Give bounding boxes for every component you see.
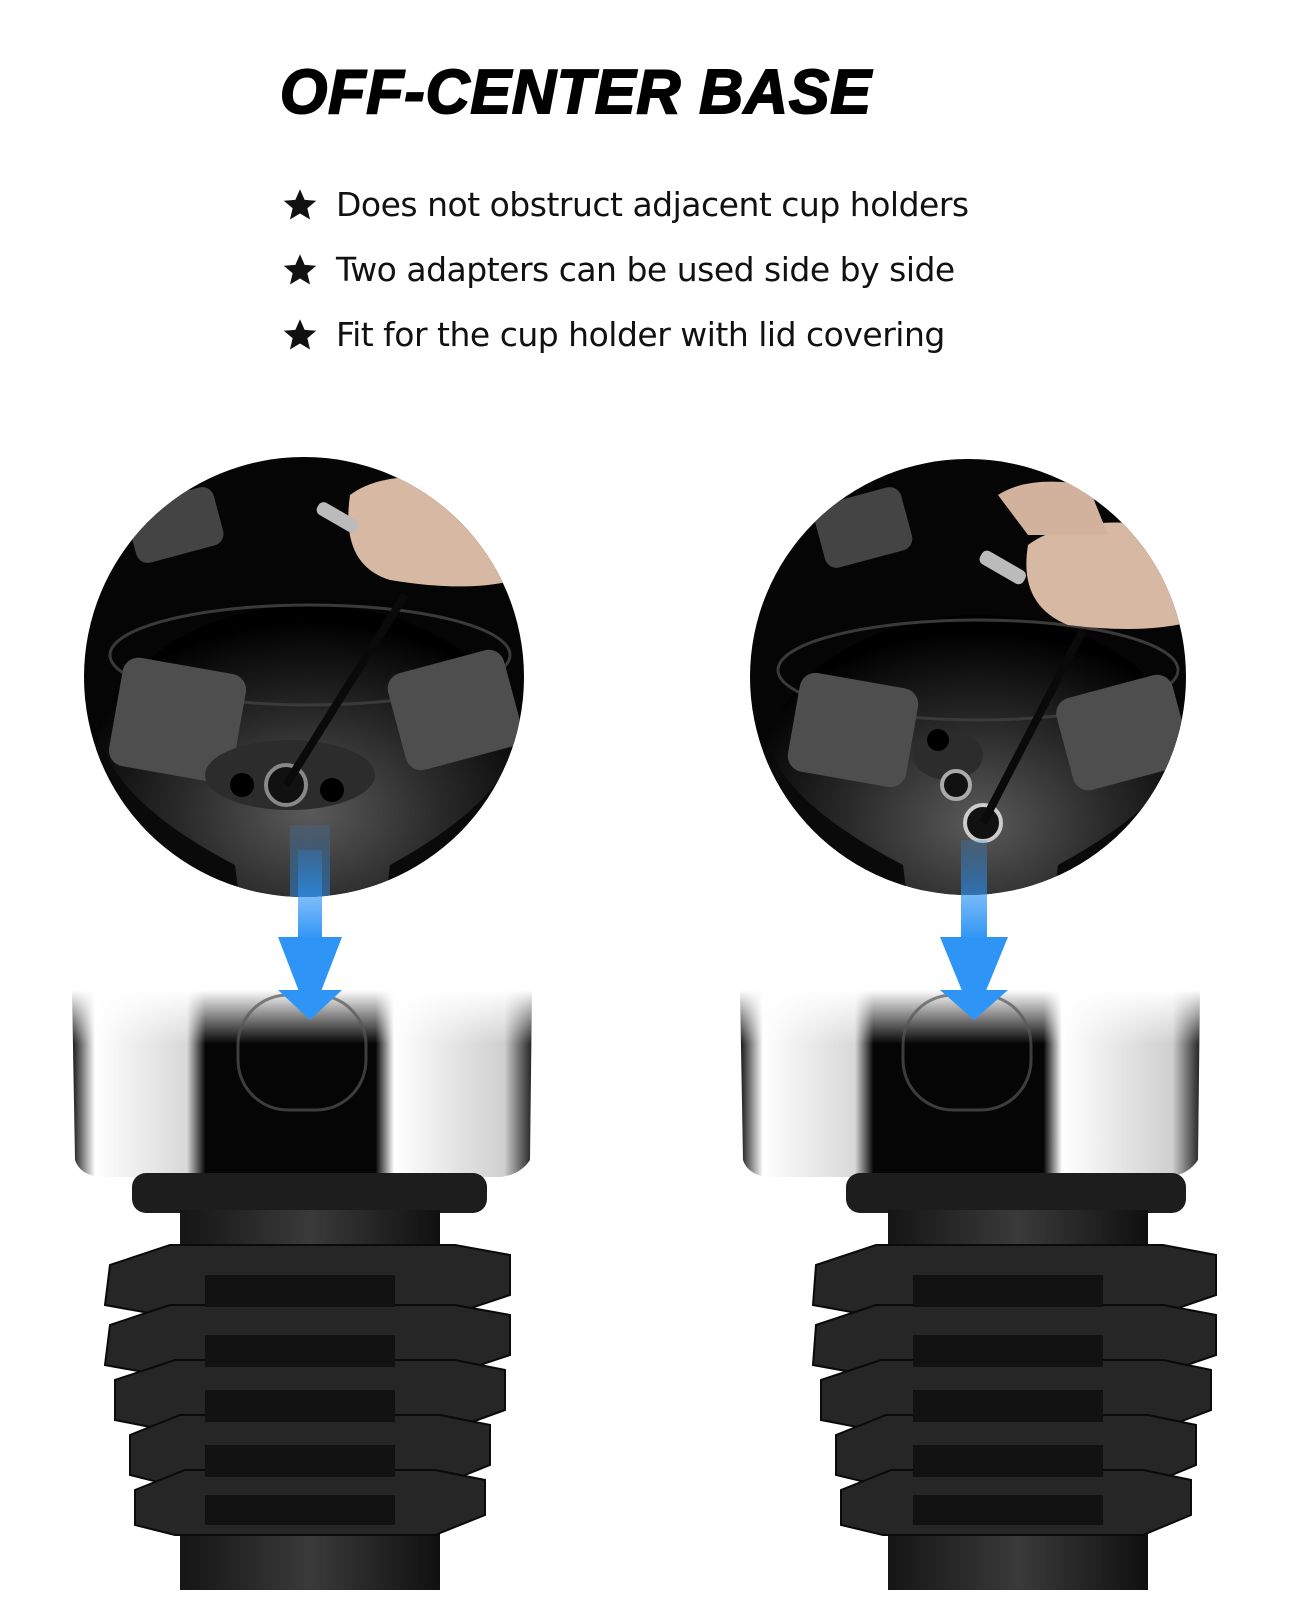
adapter-body xyxy=(740,990,1202,1177)
star-icon xyxy=(283,318,317,350)
down-arrow-icon xyxy=(940,840,1008,1020)
star-icon xyxy=(283,253,317,285)
expandable-base xyxy=(811,1173,1217,1590)
feature-item: Does not obstruct adjacent cup holders xyxy=(282,172,969,237)
left-adapter-illustration xyxy=(60,455,580,1600)
star-icon xyxy=(283,188,317,220)
screw-closeup-photo xyxy=(750,459,1186,895)
feature-list: Does not obstruct adjacent cup holders T… xyxy=(282,172,969,367)
expandable-base xyxy=(103,1173,511,1590)
page-title: OFF-CENTER BASE xyxy=(279,58,872,127)
adapter-body xyxy=(72,990,534,1177)
down-arrow-icon xyxy=(278,850,342,1020)
right-adapter-illustration xyxy=(728,455,1248,1600)
feature-text: Fit for the cup holder with lid covering xyxy=(336,315,945,354)
feature-text: Does not obstruct adjacent cup holders xyxy=(336,185,969,224)
feature-text: Two adapters can be used side by side xyxy=(336,250,955,289)
feature-item: Two adapters can be used side by side xyxy=(282,237,969,302)
feature-item: Fit for the cup holder with lid covering xyxy=(282,302,969,367)
